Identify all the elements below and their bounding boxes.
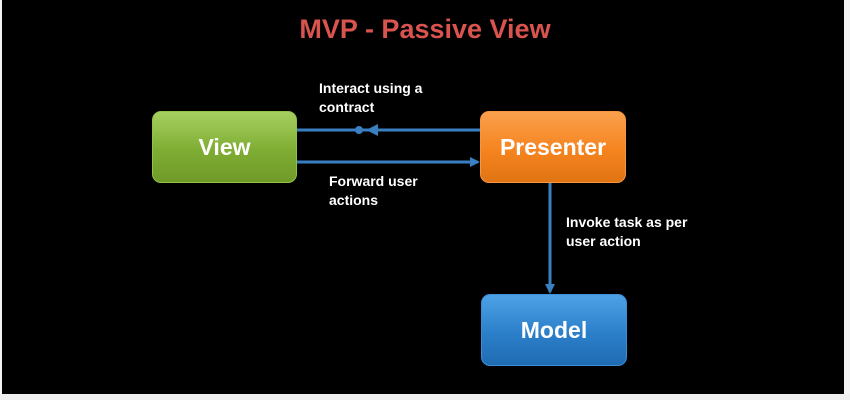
contract-arrow-icon [366, 124, 378, 136]
contract-edge-label: Interact using a contract [319, 79, 422, 117]
invoke-label-line2: user action [566, 233, 641, 249]
forward-label-line2: actions [329, 192, 379, 208]
view-node-label: View [198, 133, 251, 160]
invoke-label-line1: Invoke task as per [566, 214, 688, 230]
contract-label-line2: contract [319, 99, 375, 115]
forward-edge-label: Forward user actions [329, 172, 418, 210]
model-node-label: Model [520, 316, 588, 343]
contract-label-line1: Interact using a [319, 80, 423, 96]
slide-title: MVP - Passive View [299, 14, 551, 44]
invoke-edge-label: Invoke task as per user action [566, 213, 687, 251]
slide-canvas [2, 0, 844, 394]
model-node: Model [481, 294, 627, 366]
contract-dot-icon [355, 126, 363, 134]
presenter-node-label: Presenter [499, 133, 607, 160]
presenter-node: Presenter [480, 111, 626, 183]
view-node: View [152, 111, 297, 183]
forward-label-line1: Forward user [329, 173, 418, 189]
bottom-border [0, 394, 850, 400]
